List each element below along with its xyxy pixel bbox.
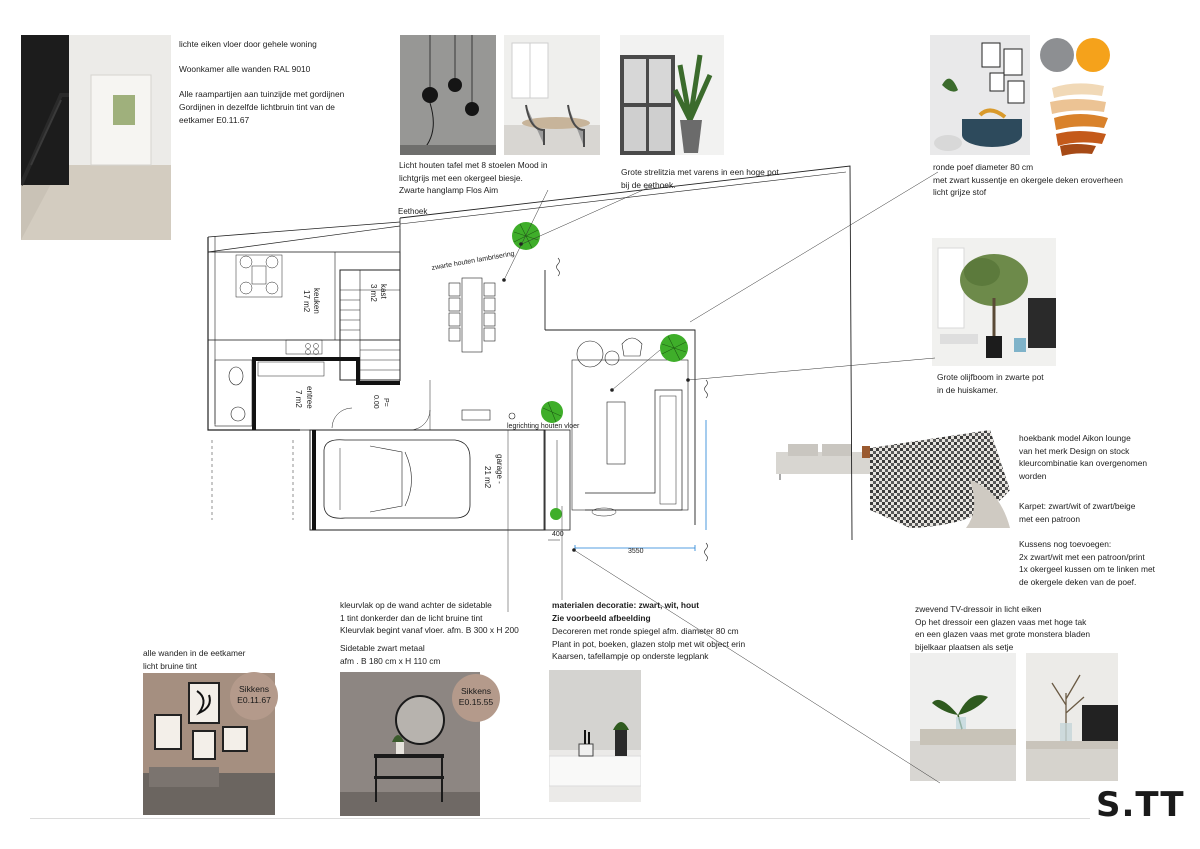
photo-vase-branch [1026, 653, 1118, 781]
label-paneling: zwarte houten lambrisering [431, 250, 515, 272]
label-p: P= [382, 398, 389, 407]
note-olive-tree: Grote olijfboom in zwarte pot in de huis… [937, 372, 1044, 395]
swatch-grey-fabric [1040, 38, 1074, 72]
label-entree-area: 7 m2 [294, 390, 303, 408]
dimension-lines [574, 420, 707, 551]
note-dining-walls: alle wanden in de eetkamer licht bruine … [143, 648, 246, 671]
swatch-ochre [1076, 38, 1110, 72]
photo-patterned-carpet [870, 430, 1010, 528]
label-keuken: keuken [312, 288, 321, 314]
photo-floating-tv-dresser [910, 653, 1016, 781]
photo-olive-tree [932, 238, 1056, 366]
paint-strokes-ochre [1046, 80, 1114, 158]
plant-marker-garage [550, 508, 562, 520]
label-entree: entree [305, 386, 314, 409]
plant-marker-entrance [541, 401, 563, 423]
note-color-block: kleurvlak op de wand achter de sidetable… [340, 600, 519, 636]
plant-marker-strelitzia [512, 222, 540, 250]
note-decoration-title: materialen decoratie: zwart, wit, hout [552, 600, 700, 610]
note-decoration-subtitle: Zie voorbeeld afbeelding [552, 613, 651, 623]
label-dim-small: 400 [552, 531, 564, 538]
label-kast: kast [379, 284, 388, 299]
note-cushions: Kussens nog toevoegen: 2x zwart/wit met … [1019, 539, 1155, 587]
label-dim-bottom: 3550 [628, 548, 644, 555]
note-strelitzia: Grote strelitzia met varens in een hoge … [621, 167, 779, 190]
label-p-value: 0.00 [372, 395, 379, 409]
paint-badge-e01555: Sikkens E0.15.55 [452, 674, 500, 722]
note-corner-sofa: hoekbank model Aikon lounge van het merk… [1019, 433, 1148, 481]
note-flooring-walls-curtains: lichte eiken vloer door gehele woning Wo… [179, 39, 345, 125]
note-tv-dresser: zwevend TV-dressoir in licht eiken Op he… [915, 604, 1091, 652]
plan-walls [207, 165, 853, 562]
photo-strelitzia-plant [620, 35, 724, 155]
bottom-rule [30, 818, 1090, 819]
label-garage: garage - [495, 454, 504, 484]
photo-sidetable-mirror [340, 672, 480, 816]
note-round-pouf: ronde poef diameter 80 cm met zwart kuss… [933, 162, 1123, 198]
paint-badge-e01167: Sikkens E0.11.67 [230, 672, 278, 720]
photo-decoration-shelf [549, 670, 641, 802]
note-sidetable: Sidetable zwart metaal afm . B 180 cm x … [340, 643, 441, 666]
note-carpet: Karpet: zwart/wit of zwart/beige met een… [1019, 501, 1136, 524]
label-floor-direction: legrichting houten vloer [507, 423, 580, 430]
photo-hallway-oak-floor [21, 35, 171, 240]
plan-plants [512, 222, 688, 520]
photo-round-pouf [930, 35, 1030, 155]
studio-logo: S.TT [1096, 785, 1185, 825]
label-eethoek: Eethoek [398, 207, 428, 216]
plant-marker-olive-tree [660, 334, 688, 362]
note-dining-table: Licht houten tafel met 8 stoelen Mood in… [399, 160, 548, 196]
note-decoration-body: Decoreren met ronde spiegel afm. diamete… [552, 626, 746, 662]
photo-dining-chairs [504, 35, 600, 155]
photo-pendant-lamps [400, 35, 496, 155]
label-kast-area: 3 m2 [369, 284, 378, 302]
label-keuken-area: 17 m2 [302, 290, 311, 313]
label-garage-area: 21 m2 [483, 466, 492, 489]
